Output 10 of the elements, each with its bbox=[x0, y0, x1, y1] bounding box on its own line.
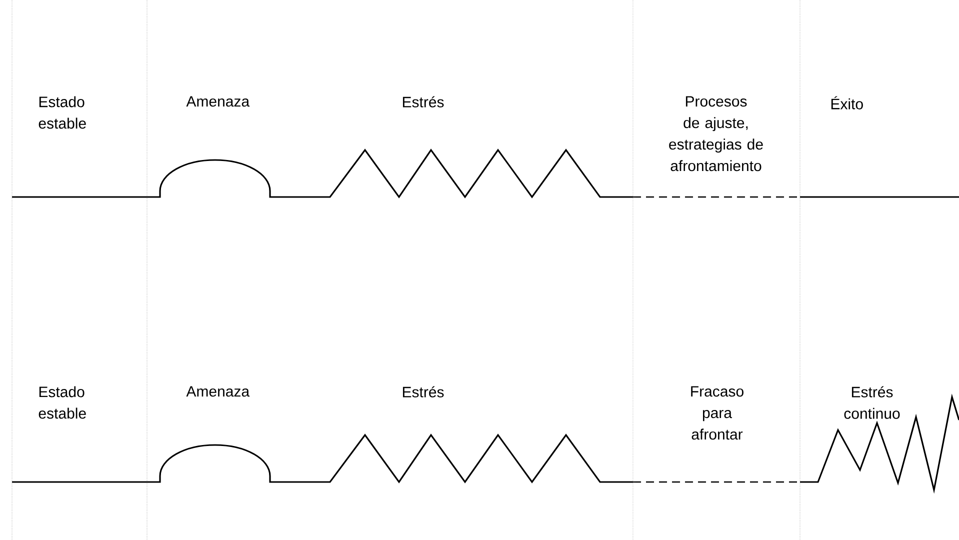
stage-label: Estado estable bbox=[38, 96, 86, 129]
stage-label: Estrés continuo bbox=[844, 386, 900, 419]
stage-label: Estrés bbox=[402, 96, 444, 108]
stage-label: Fracaso para afrontar bbox=[691, 386, 744, 440]
stage-label: Estado estable bbox=[38, 386, 86, 419]
stage-label: Procesos de ajuste, estrategias de afrontamiento bbox=[669, 96, 763, 172]
stage-label: Estrés bbox=[402, 386, 444, 398]
stage-label: Amenaza bbox=[186, 96, 250, 107]
stage-label: Amenaza bbox=[186, 386, 250, 397]
stage-label: Éxito bbox=[831, 96, 863, 110]
